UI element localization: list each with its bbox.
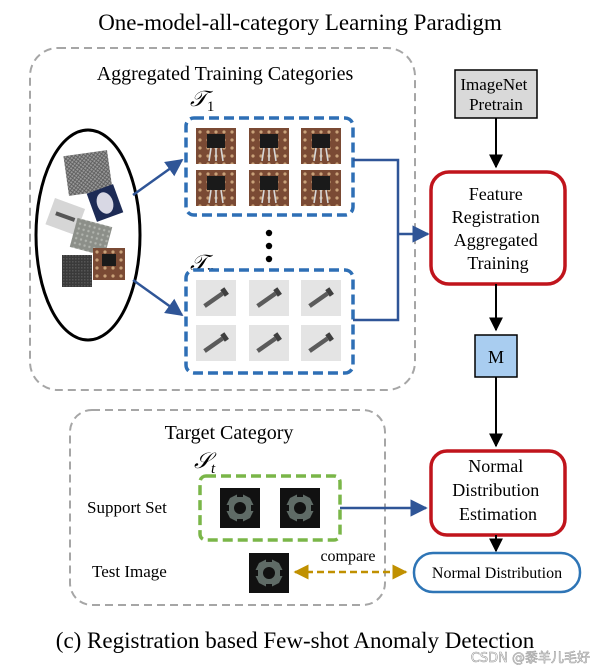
diagram-title: One-model-all-category Learning Paradigm [98,10,502,35]
arrow-to-task-first [132,158,184,197]
training-group-label: Aggregated Training Categories [97,63,354,85]
feature-registration-box [429,170,567,286]
normal-distribution-box [412,551,582,594]
connector-task-last [353,234,400,322]
target-group-label: Target Category [165,422,294,444]
support-set-label: Support Set [87,498,167,517]
model-label: M [488,347,504,367]
compare-label: compare [320,548,375,565]
model-box [474,334,518,378]
normal-estimation-label: Normal Distribution Estimation [452,456,544,524]
task-first-label: 𝒯1 [190,86,214,115]
normal-distribution-label: Normal Distribution [432,565,562,582]
arrow-to-task-last [132,278,184,317]
category-samples [45,150,125,287]
imagenet-pretrain-box [454,69,538,119]
figure-caption: (c) Registration based Few-shot Anomaly … [56,628,535,653]
watermark: CSDN @黍羊儿毛好 [471,650,590,666]
connector-task-first [353,158,400,234]
feature-registration-label: Feature Registration Aggregated Training [452,184,545,273]
normal-estimation-box [429,449,567,537]
ellipsis-dots [265,229,273,263]
test-image [249,553,289,593]
test-image-label: Test Image [92,562,167,581]
imagenet-pretrain-label: ImageNet Pretrain [460,75,531,114]
support-symbol-label: 𝒮t [194,448,217,477]
